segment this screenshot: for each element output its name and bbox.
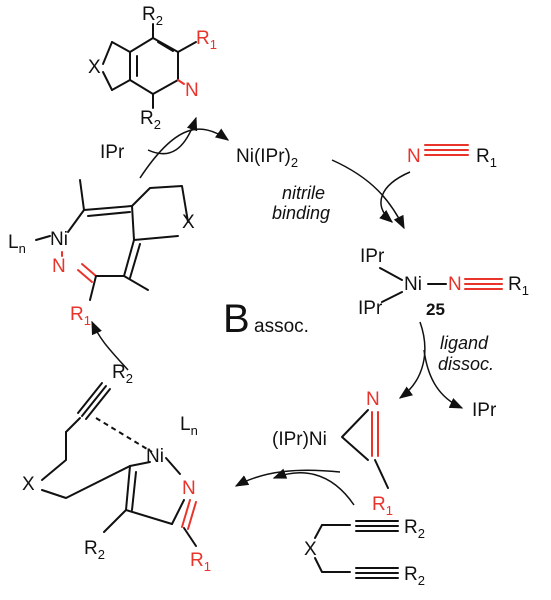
svg-text:N: N [448,274,462,295]
svg-text:Ni: Ni [146,446,164,467]
arrow-product-release [147,116,198,155]
pyridine-product [111,23,197,109]
svg-text:X: X [182,212,195,233]
svg-text:R2: R2 [404,517,425,541]
arrow-reductive-elim [139,128,230,179]
svg-text:N: N [366,389,380,410]
svg-text:R2: R2 [112,362,133,386]
pyridine-r2-top: R2 [142,4,163,28]
ipr-label-top: IPr [100,142,125,163]
ipr-label-right: IPr [472,400,497,421]
arrow-insertion [91,320,129,371]
nitrile-binding-line1: nitrile [282,183,325,203]
pyridine-x: X [88,57,101,78]
ligand-dissoc-line1: ligand [440,333,489,353]
svg-text:N: N [182,478,196,499]
pyridine-r1: R1 [196,28,217,52]
svg-text:IPr: IPr [358,298,383,319]
compound-25-label: 25 [426,300,445,319]
azanickelacycloheptatriene: Ln Ni X N R1 [8,179,195,328]
arrow-ipr-out [423,349,464,409]
svg-text:X: X [304,539,317,560]
ligand-dissoc-line2: dissoc. [438,354,494,374]
svg-text:R1: R1 [508,274,529,298]
arrow-nitrile-binding [331,159,405,230]
svg-text:R1: R1 [70,304,91,328]
arrow-nitrile-in [379,171,411,223]
svg-text:IPr: IPr [360,246,385,267]
svg-text:X: X [22,474,35,495]
svg-text:Ni: Ni [404,274,422,295]
nitrile-binding-line2: binding [272,203,330,223]
svg-text:Ln: Ln [8,232,26,256]
azanickelacyclopentadiene: R2 Ln Ni X R2 N R1 [22,362,211,574]
nitrile-r1: R1 [476,146,497,170]
arrow-diyne-in [272,468,355,506]
svg-text:N: N [52,256,66,277]
nitrile-n: N [407,146,421,167]
svg-text:(IPr)Ni: (IPr)Ni [272,429,327,450]
diyne-substrate: R2 X R2 [304,517,425,588]
nitrile-triple-bond [424,144,469,156]
svg-text:R1: R1 [372,494,393,518]
pyridine-n: N [185,80,199,101]
pyridine-ring-bonds [102,41,113,91]
svg-text:R2: R2 [404,564,425,588]
svg-text:R2: R2 [84,538,105,562]
ni-ipr2: Ni(IPr)2 [236,146,298,170]
arrow-oxidative-coupling [234,469,341,487]
svg-text:Ln: Ln [180,414,198,438]
cycle-label-assoc: assoc. [254,316,309,337]
cycle-label-b: B [223,297,250,341]
svg-text:Ni: Ni [50,229,68,250]
complex-25: IPr Ni IPr N R1 25 [358,246,529,319]
svg-text:R1: R1 [190,550,211,574]
eta2-nitrile-complex: (IPr)Ni N R1 [272,389,393,518]
arrow-ligand-dissoc [398,321,426,399]
pyridine-r2-bottom: R2 [140,108,161,132]
